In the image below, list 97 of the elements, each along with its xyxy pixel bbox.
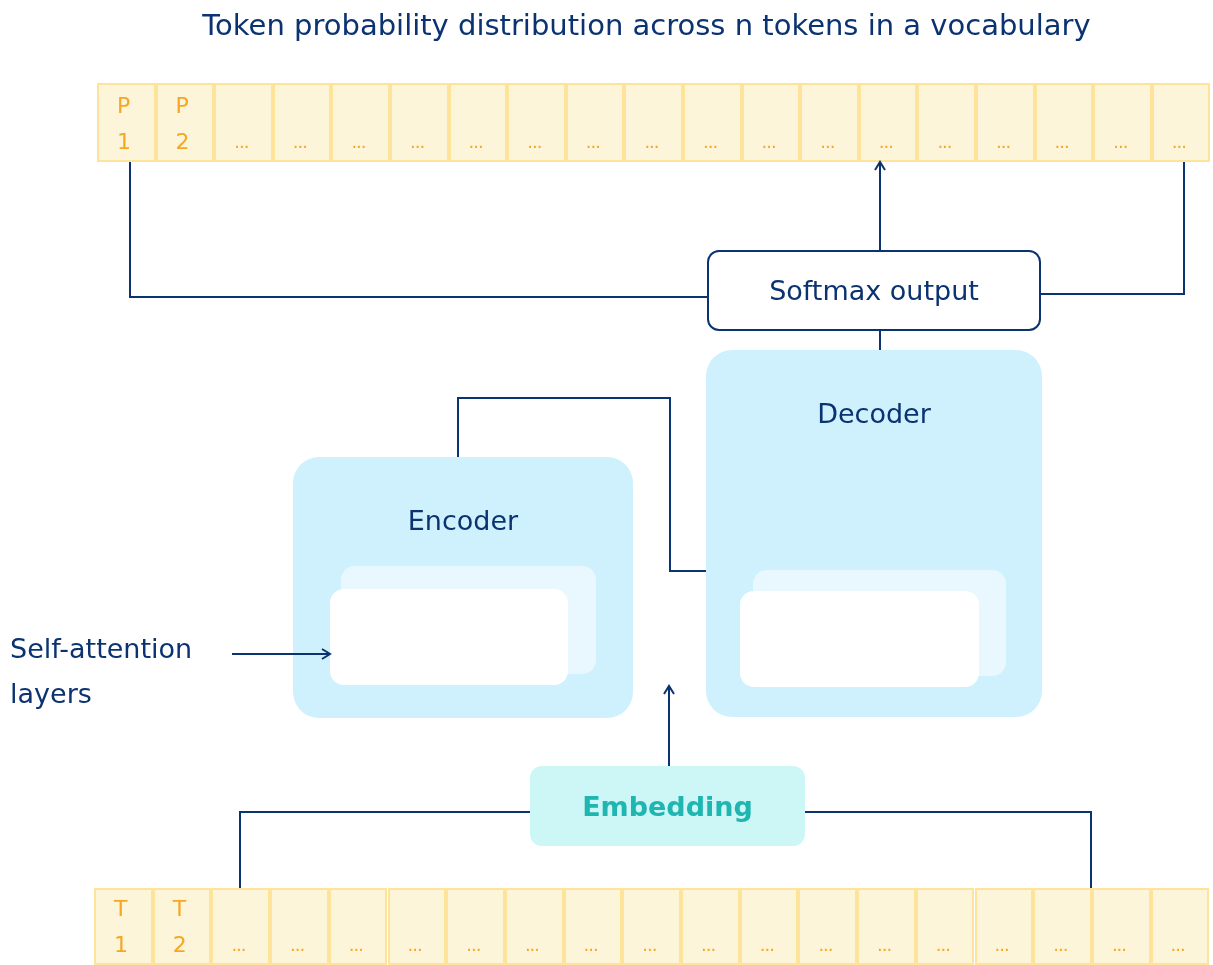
token-cell xyxy=(976,83,1035,162)
token-cell xyxy=(155,83,215,162)
cell-text: ... xyxy=(820,130,835,154)
connector-line xyxy=(239,811,531,889)
arrow xyxy=(663,685,675,767)
token-cell xyxy=(858,83,918,162)
token-cell xyxy=(565,83,625,162)
token-cell xyxy=(800,83,859,162)
cell-text: ... xyxy=(524,933,540,957)
embedding-box xyxy=(530,766,805,846)
token-cell xyxy=(1150,888,1210,965)
cell-text: ... xyxy=(231,933,246,957)
token-cell xyxy=(446,888,505,965)
token-cell xyxy=(272,83,332,162)
connector-line xyxy=(1040,161,1185,295)
token-cell xyxy=(507,83,566,162)
token-cell xyxy=(563,888,623,965)
cell-text: ... xyxy=(878,130,893,154)
token-cell xyxy=(328,888,388,965)
cell-text: ... xyxy=(1113,130,1128,154)
cell-text: ... xyxy=(234,130,249,154)
cell-text: ... xyxy=(937,130,952,154)
token-cell xyxy=(390,83,449,162)
connector-line xyxy=(804,811,1092,889)
block-panel xyxy=(706,350,1042,717)
token-cell xyxy=(741,83,801,162)
block-title: Decoder xyxy=(817,398,931,429)
layer-stack-drawing xyxy=(330,566,596,685)
cell-text: ... xyxy=(351,130,366,154)
token-cell xyxy=(624,83,683,162)
token-cell xyxy=(1091,888,1151,965)
token-cell xyxy=(857,888,916,965)
token-cell xyxy=(1151,83,1211,162)
cell-text: ... xyxy=(585,130,600,154)
token-cell xyxy=(681,888,740,965)
connector-line xyxy=(129,161,708,298)
token-cell xyxy=(97,83,156,162)
output-box xyxy=(707,250,1041,331)
token-cell xyxy=(974,888,1034,965)
cell-text: ... xyxy=(703,130,718,154)
token-cell xyxy=(622,888,681,965)
cell-text: ... xyxy=(996,130,1011,154)
token-cell xyxy=(94,888,153,965)
token-cell xyxy=(152,888,212,965)
cell-text: ... xyxy=(644,130,659,154)
token-cell xyxy=(331,83,390,162)
arrow xyxy=(231,648,331,660)
cell-text: ... xyxy=(1111,933,1127,957)
token-cell xyxy=(504,888,564,965)
cell-text: ... xyxy=(1053,933,1068,957)
cell-text: ... xyxy=(292,130,307,154)
cell-text: ... xyxy=(583,933,598,957)
cell-text: T 2 xyxy=(172,895,188,959)
token-cell xyxy=(1093,83,1152,162)
connector-line xyxy=(457,397,707,572)
token-cell xyxy=(1033,888,1092,965)
block-title: Encoder xyxy=(407,505,519,536)
token-cell xyxy=(739,888,799,965)
arrow xyxy=(874,161,886,251)
token-cell xyxy=(915,888,975,965)
token-cell xyxy=(270,888,329,965)
cell-text: ... xyxy=(761,130,776,154)
token-cell xyxy=(387,888,447,965)
cell-text: ... xyxy=(410,130,425,154)
cell-text: ... xyxy=(994,933,1009,957)
box-label: Softmax output xyxy=(769,275,979,306)
token-cell xyxy=(917,83,976,162)
token-cell xyxy=(1034,83,1094,162)
annotation-label: Self-attention layers xyxy=(10,633,193,709)
token-cell xyxy=(798,888,858,965)
cell-text: ... xyxy=(466,933,481,957)
layer-stack-drawing xyxy=(740,570,1006,687)
cell-text: P 2 xyxy=(175,92,191,156)
cell-text: ... xyxy=(348,933,363,957)
token-cell xyxy=(214,83,273,162)
box-label: Embedding xyxy=(582,790,753,822)
cell-text: ... xyxy=(468,130,483,154)
cell-text: ... xyxy=(642,933,657,957)
cell-text: ... xyxy=(818,933,833,957)
cell-text: ... xyxy=(935,933,950,957)
token-cell xyxy=(448,83,508,162)
cell-text: ... xyxy=(701,933,716,957)
block-panel xyxy=(293,457,633,718)
cell-text: ... xyxy=(1171,130,1186,154)
cell-text: ... xyxy=(527,130,542,154)
cell-text: ... xyxy=(290,933,305,957)
cell-text: P 1 xyxy=(117,92,132,156)
cell-text: ... xyxy=(1170,933,1185,957)
token-cell xyxy=(683,83,742,162)
cell-text: ... xyxy=(1054,130,1069,154)
diagram-title: Token probability distribution across n tokens in a vocabulary xyxy=(202,8,1091,42)
connector-line xyxy=(879,330,881,351)
cell-text: ... xyxy=(877,933,892,957)
cell-text: ... xyxy=(759,933,774,957)
cell-text: ... xyxy=(407,933,422,957)
token-cell xyxy=(211,888,271,965)
cell-text: T 1 xyxy=(114,895,129,959)
